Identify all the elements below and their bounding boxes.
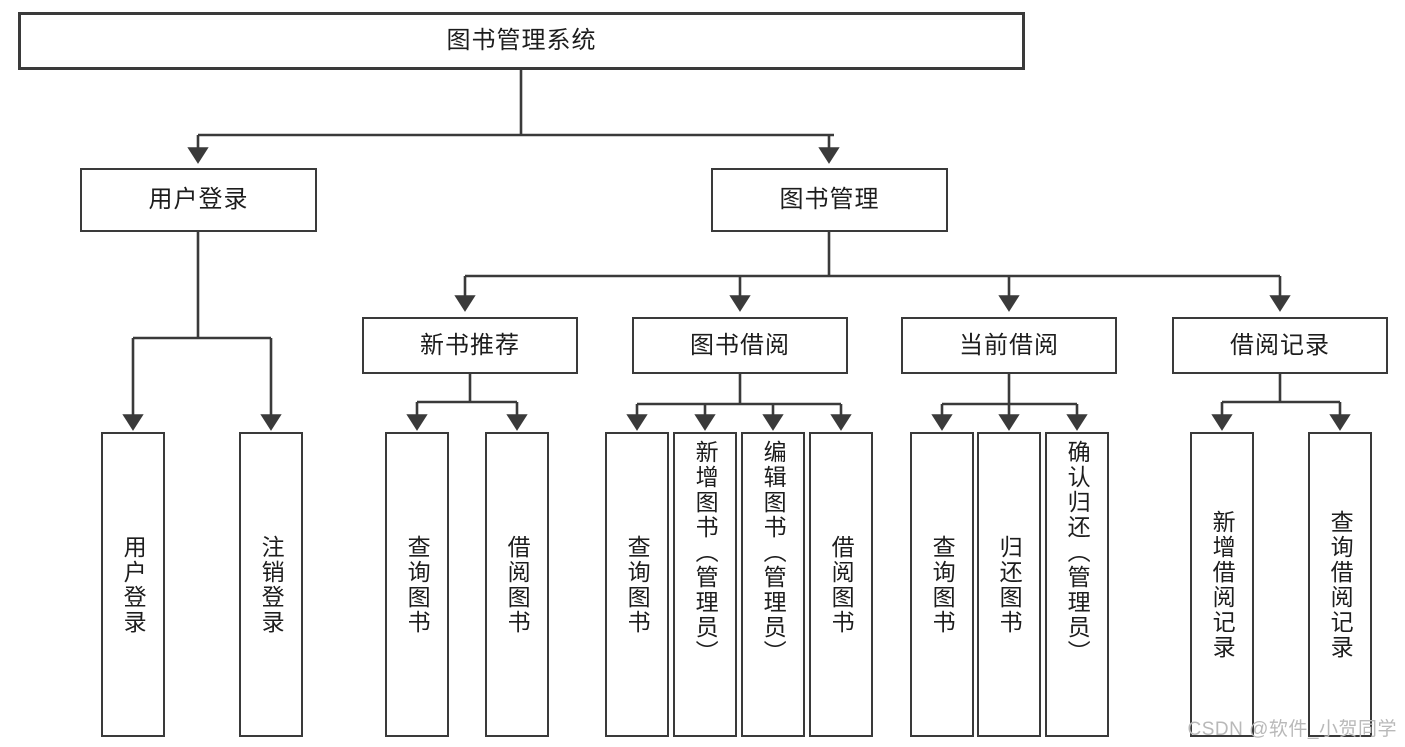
- node-leaf-borrow-book-1[interactable]: 借阅图书: [485, 432, 549, 737]
- node-leaf-borrow-book-1-label: 借阅图书: [504, 534, 531, 635]
- node-leaf-add-book-label: 新增图书（管理员）: [692, 440, 719, 665]
- node-leaf-user-login[interactable]: 用户登录: [101, 432, 165, 737]
- node-leaf-edit-book-label: 编辑图书（管理员）: [760, 440, 787, 665]
- node-leaf-return-book-label: 归还图书: [996, 534, 1023, 635]
- node-leaf-add-record[interactable]: 新增借阅记录: [1190, 432, 1254, 737]
- node-leaf-logout[interactable]: 注销登录: [239, 432, 303, 737]
- node-new-book-recommend[interactable]: 新书推荐: [362, 317, 578, 374]
- node-leaf-logout-label: 注销登录: [258, 534, 285, 635]
- node-leaf-borrow-book-2[interactable]: 借阅图书: [809, 432, 873, 737]
- node-current-borrow-label: 当前借阅: [959, 331, 1059, 359]
- node-book-management-label: 图书管理: [779, 186, 880, 214]
- node-leaf-query-book-2-label: 查询图书: [624, 534, 651, 635]
- node-leaf-user-login-label: 用户登录: [120, 534, 147, 635]
- node-leaf-return-book[interactable]: 归还图书: [977, 432, 1041, 737]
- node-leaf-query-book-2[interactable]: 查询图书: [605, 432, 669, 737]
- node-leaf-query-record-label: 查询借阅记录: [1327, 509, 1354, 660]
- node-book-borrow-label: 图书借阅: [690, 331, 790, 359]
- node-root-label: 图书管理系统: [446, 27, 597, 55]
- node-leaf-add-record-label: 新增借阅记录: [1209, 509, 1236, 660]
- node-current-borrow[interactable]: 当前借阅: [901, 317, 1117, 374]
- watermark-text: CSDN @软件_小贺同学: [1187, 719, 1397, 740]
- node-leaf-add-book[interactable]: 新增图书（管理员）: [673, 432, 737, 737]
- node-user-login[interactable]: 用户登录: [80, 168, 317, 232]
- node-book-management[interactable]: 图书管理: [711, 168, 948, 232]
- node-book-borrow[interactable]: 图书借阅: [632, 317, 848, 374]
- node-borrow-record[interactable]: 借阅记录: [1172, 317, 1388, 374]
- node-root[interactable]: 图书管理系统: [18, 12, 1025, 70]
- node-leaf-borrow-book-2-label: 借阅图书: [828, 534, 855, 635]
- node-leaf-edit-book[interactable]: 编辑图书（管理员）: [741, 432, 805, 737]
- node-user-login-label: 用户登录: [148, 186, 249, 214]
- node-leaf-confirm-return-label: 确认归还（管理员）: [1064, 440, 1091, 665]
- node-leaf-query-book-1[interactable]: 查询图书: [385, 432, 449, 737]
- node-leaf-confirm-return[interactable]: 确认归还（管理员）: [1045, 432, 1109, 737]
- node-borrow-record-label: 借阅记录: [1230, 331, 1330, 359]
- node-leaf-query-book-1-label: 查询图书: [404, 534, 431, 635]
- node-leaf-query-book-3[interactable]: 查询图书: [910, 432, 974, 737]
- node-leaf-query-record[interactable]: 查询借阅记录: [1308, 432, 1372, 737]
- node-leaf-query-book-3-label: 查询图书: [929, 534, 956, 635]
- node-new-book-recommend-label: 新书推荐: [420, 331, 520, 359]
